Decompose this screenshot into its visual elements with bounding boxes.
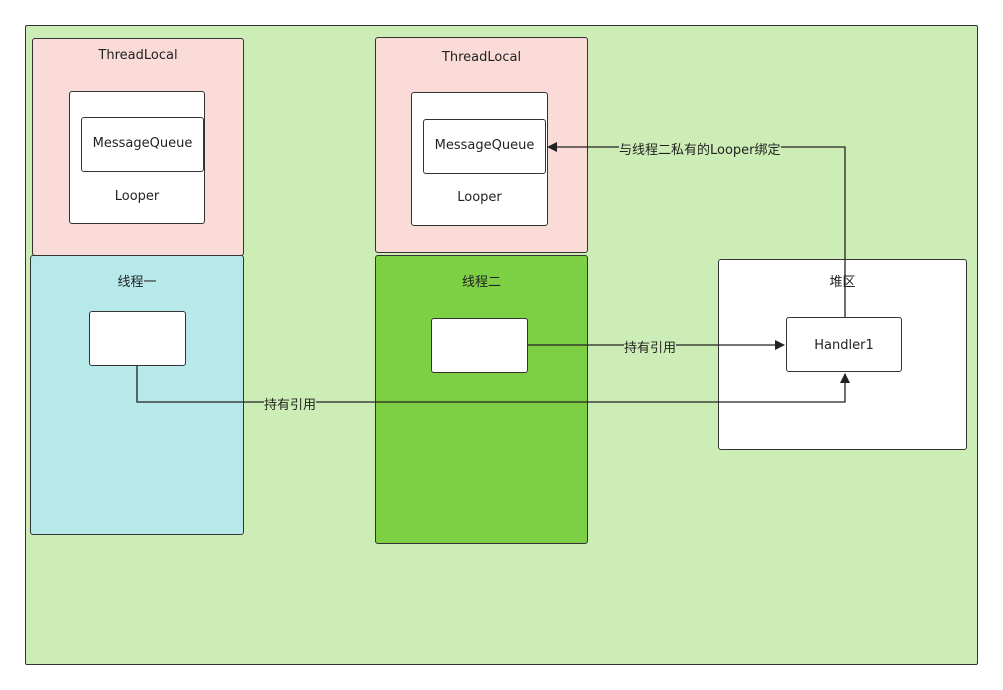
thread-one-ref-label: 持有引用	[264, 394, 317, 413]
looper-one-label: Looper	[114, 189, 160, 204]
messagequeue-one-label: MessageQueue	[92, 136, 193, 151]
heap-title: 堆区	[829, 275, 856, 290]
looper-two-label: Looper	[457, 190, 502, 205]
thread-two-ref-label: 持有引用	[624, 337, 677, 356]
handler-box	[786, 317, 902, 372]
thread-one-ref-box	[89, 311, 186, 366]
handler-label: Handler1	[814, 338, 874, 353]
messagequeue-one-box	[81, 117, 204, 172]
thread-two-title: 线程二	[461, 275, 501, 290]
messagequeue-two-label: MessageQueue	[434, 138, 535, 153]
thread-two-box	[375, 255, 588, 544]
thread-two-ref-box	[431, 318, 528, 373]
threadlocal-one-title: ThreadLocal	[98, 48, 178, 63]
threadlocal-two-title: ThreadLocal	[441, 50, 522, 65]
thread-one-title: 线程一	[117, 275, 157, 290]
thread-one-ref-arrow	[136, 366, 850, 403]
bind-label: 与线程二私有的Looper绑定	[619, 139, 781, 158]
messagequeue-two-box	[423, 119, 546, 174]
bind-arrow	[547, 142, 846, 317]
